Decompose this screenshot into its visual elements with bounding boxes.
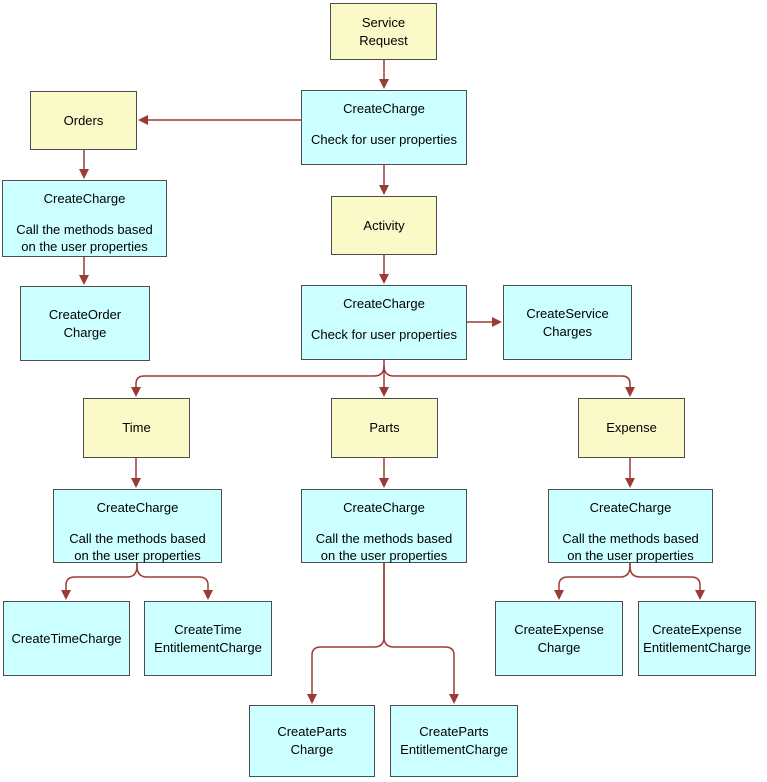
node-label: CreateCharge xyxy=(589,500,672,515)
node-label: CreateParts Charge xyxy=(277,724,347,757)
node-create-expense-charge: CreateExpense Charge xyxy=(495,601,623,676)
node-expense: Expense xyxy=(578,398,685,458)
node-label: Time xyxy=(122,420,151,436)
node-sublabel: Check for user properties xyxy=(311,326,457,342)
node-create-order-charge: CreateOrder Charge xyxy=(20,286,150,361)
node-create-service-charges: CreateService Charges xyxy=(503,285,632,360)
node-create-parts-charge: CreateParts Charge xyxy=(249,705,375,777)
node-create-time-entitlement: CreateTime EntitlementCharge xyxy=(144,601,272,676)
node-label: CreateCharge xyxy=(343,296,425,311)
edge-create-charge-expense-to-create-expense-entitlement xyxy=(629,563,705,600)
node-label: CreateExpense EntitlementCharge xyxy=(643,621,751,655)
node-orders: Orders xyxy=(30,91,137,150)
node-sublabel: Call the methods based on the user prope… xyxy=(562,530,699,564)
node-sublabel: Check for user properties xyxy=(311,131,457,147)
node-label: Service Request xyxy=(359,14,408,48)
node-label: CreateTime EntitlementCharge xyxy=(154,621,262,655)
node-create-parts-entitlement: CreateParts EntitlementCharge xyxy=(390,705,518,777)
node-label: CreateService Charges xyxy=(526,305,609,339)
node-parts: Parts xyxy=(331,398,438,458)
node-label: Parts xyxy=(369,420,400,436)
node-label: Orders xyxy=(63,112,104,128)
node-label: Activity xyxy=(363,217,405,233)
node-sublabel: Call the methods based on the user prope… xyxy=(69,530,206,564)
edge-create-charge-time-to-create-time-charge xyxy=(61,563,138,600)
node-label: CreateCharge xyxy=(343,500,425,515)
edge-create-charge-activity-to-expense xyxy=(383,365,635,397)
node-create-expense-entitlement: CreateExpense EntitlementCharge xyxy=(638,601,756,676)
edge-create-charge-parts-to-create-parts-charge xyxy=(307,563,385,704)
edge-create-charge-expense-to-create-expense-charge xyxy=(554,563,631,600)
edge-create-charge-parts-to-create-parts-entitlement xyxy=(383,563,459,704)
node-label: CreateCharge xyxy=(96,500,179,515)
node-label: CreateTimeCharge xyxy=(11,630,122,646)
node-time: Time xyxy=(83,398,190,458)
node-label: CreateCharge xyxy=(43,191,126,206)
node-label: CreateCharge xyxy=(343,101,425,116)
edge-create-charge-time-to-create-time-entitlement xyxy=(136,563,213,600)
node-create-time-charge: CreateTimeCharge xyxy=(3,601,130,676)
node-service-request: Service Request xyxy=(330,3,437,60)
edge-create-charge-activity-to-time xyxy=(131,365,385,397)
node-label: Expense xyxy=(606,420,657,436)
node-label: CreateExpense Charge xyxy=(514,621,604,655)
node-label: CreateOrder Charge xyxy=(48,306,122,340)
node-sublabel: Call the methods based on the user prope… xyxy=(16,221,153,255)
node-label: CreateParts EntitlementCharge xyxy=(400,724,508,757)
node-sublabel: Call the methods based on the user prope… xyxy=(315,530,453,564)
node-activity: Activity xyxy=(331,196,437,255)
